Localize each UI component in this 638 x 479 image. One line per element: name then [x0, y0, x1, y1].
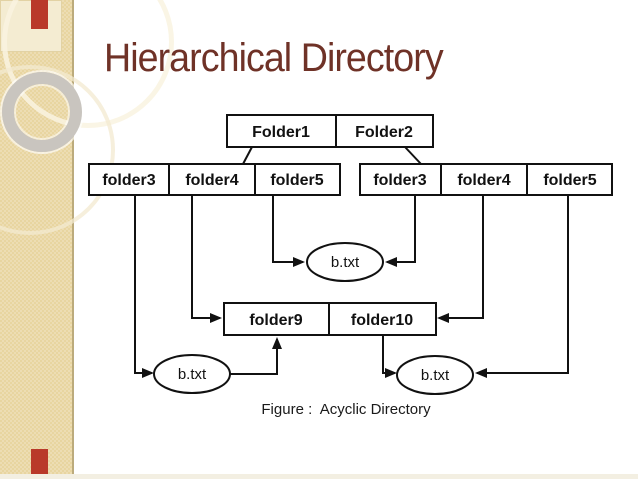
folder9-label: folder9: [249, 312, 302, 329]
left-folder3-label: folder3: [102, 172, 155, 189]
top-folder-box: [226, 114, 434, 148]
arrow-leftfolder3-to-btxt-left: [134, 195, 154, 378]
slide-title: Hierarchical Directory: [104, 36, 444, 80]
left-folder5-label: folder5: [270, 172, 323, 189]
btxt-bottom-left-ellipse: [153, 354, 231, 394]
arrow-rightfolder5-to-btxt-right: [475, 195, 569, 378]
left-group-box: [88, 163, 341, 196]
right-folder5-label: folder5: [543, 172, 596, 189]
arrow-folder10-to-btxt-right: [382, 335, 397, 378]
folder2-label: Folder2: [355, 124, 413, 141]
right-folder3-label: folder3: [373, 172, 426, 189]
left-folder4-label: folder4: [185, 172, 238, 189]
right-group-box: [359, 163, 613, 196]
red-accent-bar-top: [31, 0, 48, 29]
red-accent-bar-bottom: [31, 449, 48, 478]
folder10-label: folder10: [351, 312, 413, 329]
right-folder4-label: folder4: [457, 172, 510, 189]
bottom-edge-band: [0, 474, 638, 479]
edge-folder2-to-right-group: [404, 146, 422, 165]
arrow-leftfolder5-to-btxt-mid: [272, 195, 305, 267]
figure-caption: Figure : Acyclic Directory: [261, 401, 431, 418]
btxt-mid-ellipse: [306, 242, 384, 282]
btxt-bottom-left-label: b.txt: [178, 366, 207, 383]
arrow-rightfolder4-to-folder10: [437, 195, 484, 323]
btxt-bottom-right-ellipse: [396, 355, 474, 395]
arrow-leftfolder4-to-folder9: [191, 195, 222, 323]
btxt-mid-label: b.txt: [331, 254, 360, 271]
arrow-btxt-left-to-folder9: [230, 337, 282, 375]
btxt-bottom-right-label: b.txt: [421, 367, 450, 384]
arrow-rightfolder3-to-btxt-mid: [385, 195, 416, 267]
edge-folder1-to-left-group: [242, 146, 253, 165]
folder1-label: Folder1: [252, 124, 310, 141]
